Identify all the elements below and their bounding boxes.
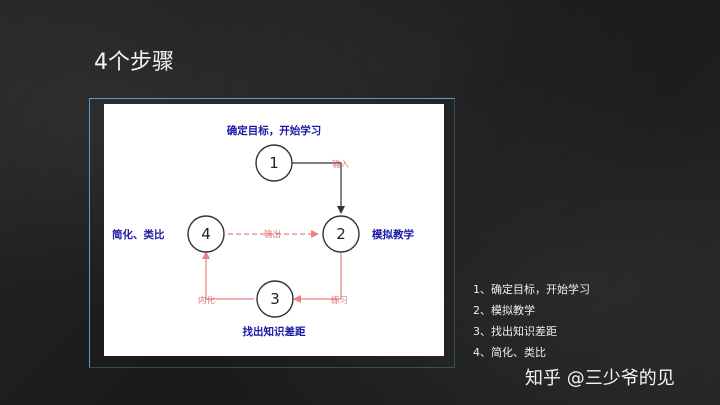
node-2-number: 2	[336, 225, 346, 243]
edge-1-2-label: 输入	[332, 159, 350, 170]
step-item: 1、确定目标，开始学习	[473, 283, 590, 296]
step-item: 2、模拟教学	[473, 304, 535, 317]
cycle-diagram: 输入 练习 内化 输出 确定目标，开始学习 1 2 模拟教学 3 找出知识差距 …	[112, 124, 414, 338]
slide-title: 4个步骤	[94, 50, 174, 75]
edge-3-4	[202, 251, 254, 300]
node-4-number: 4	[201, 225, 211, 243]
node-1	[255, 144, 293, 182]
edge-4-2-label: 输出	[264, 229, 281, 240]
node-4	[187, 215, 225, 253]
node-3-number: 3	[270, 290, 280, 308]
edge-2-3-label: 练习	[331, 295, 348, 306]
node-2-label: 模拟教学	[372, 228, 414, 241]
node-1-number: 1	[269, 154, 279, 172]
edge-1-2	[292, 162, 345, 214]
step-list: 1、确定目标，开始学习 2、模拟教学 3、找出知识差距 4、简化、类比	[473, 279, 590, 363]
node-4-label: 简化、类比	[112, 228, 165, 241]
accent-frame	[89, 98, 455, 368]
diagram-card: 输入 练习 内化 输出 确定目标，开始学习 1 2 模拟教学 3 找出知识差距 …	[104, 104, 444, 356]
node-3-label: 找出知识差距	[243, 325, 306, 338]
edge-3-4-label: 内化	[198, 295, 216, 306]
watermark: 知乎 @三少爷的见	[525, 368, 675, 389]
node-2	[322, 215, 360, 253]
step-item: 3、找出知识差距	[473, 325, 557, 338]
node-1-label: 确定目标，开始学习	[227, 124, 322, 137]
node-3	[256, 280, 294, 318]
step-item: 4、简化、类比	[473, 346, 546, 359]
edge-2-3	[293, 253, 342, 303]
